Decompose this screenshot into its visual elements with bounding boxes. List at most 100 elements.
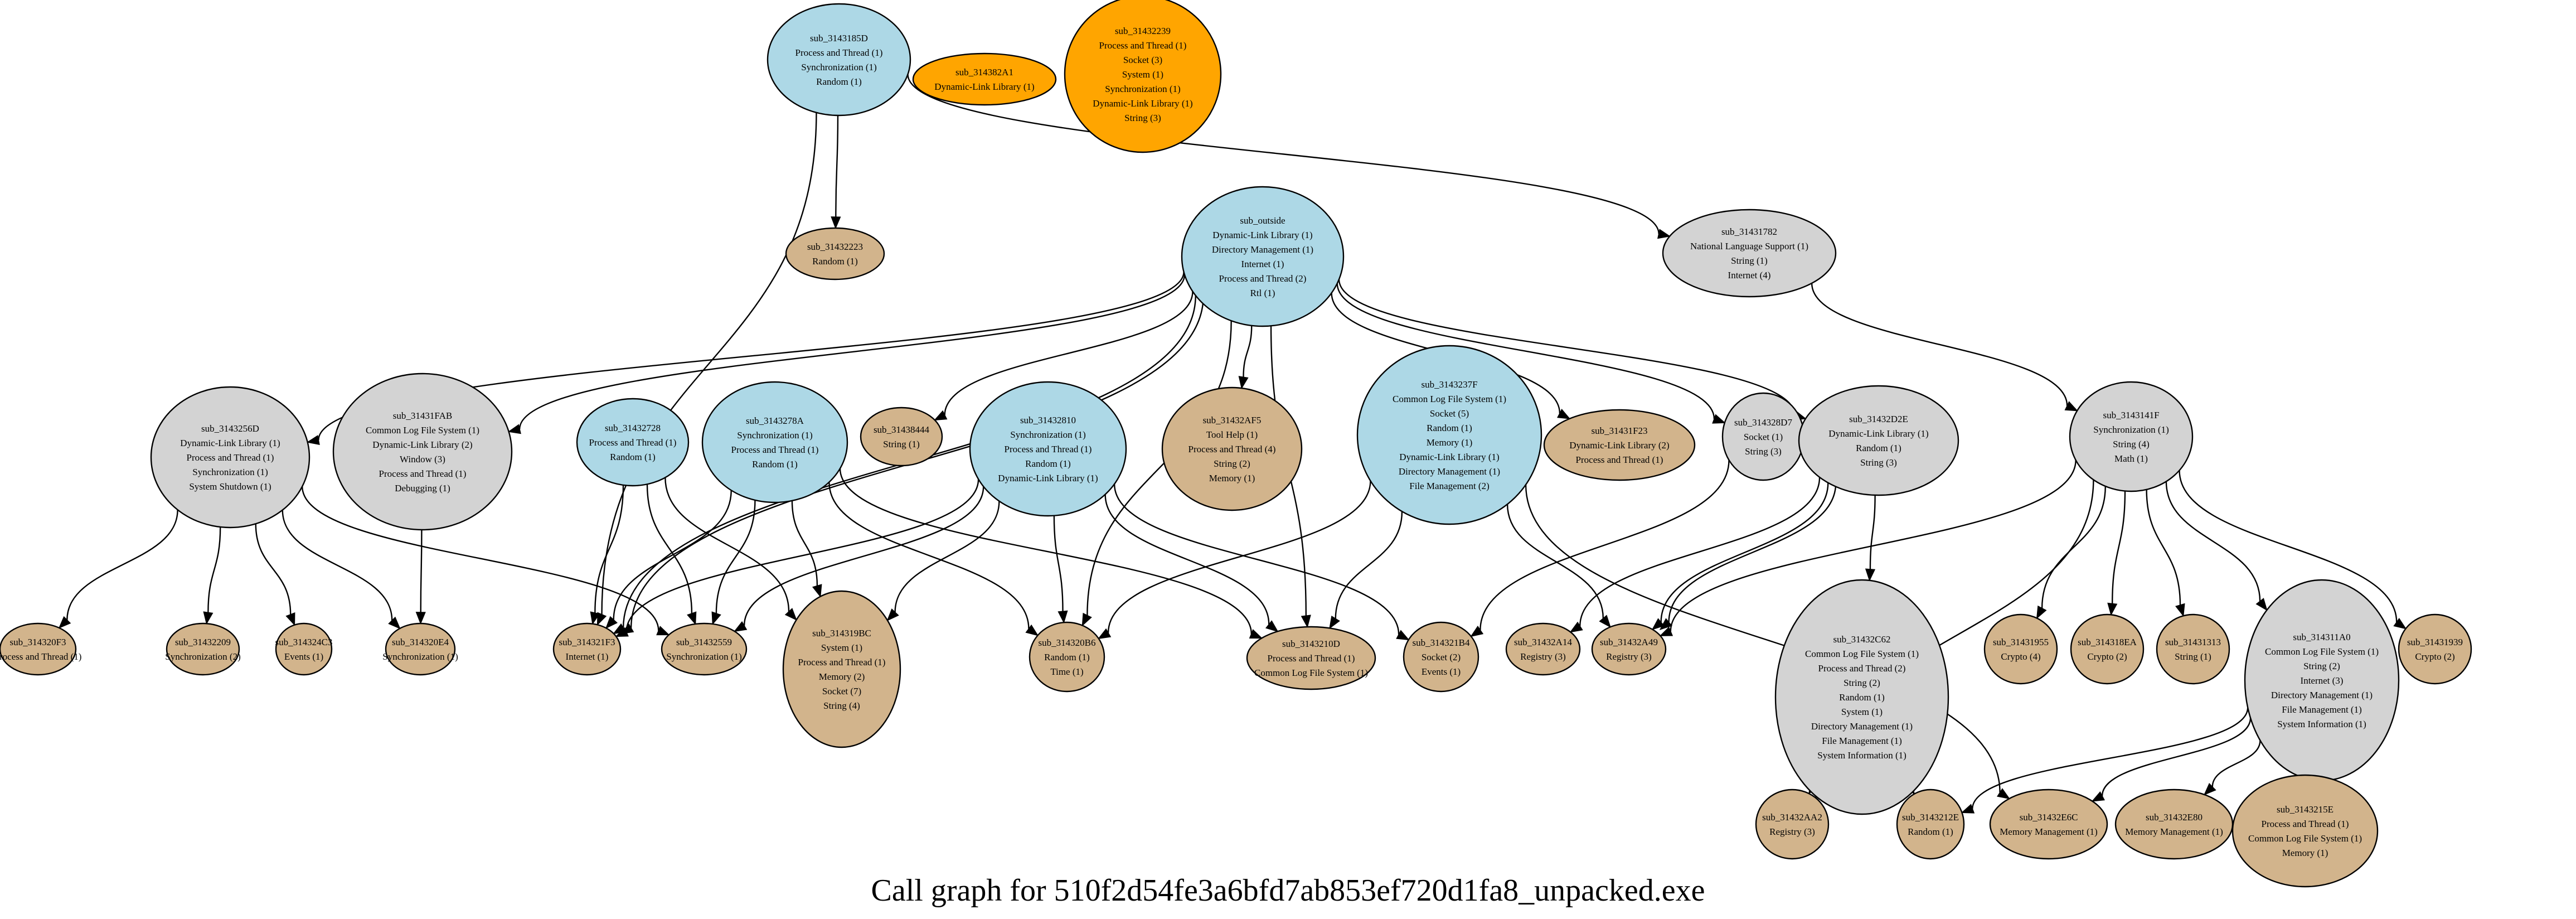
- node-api-category: Process and Thread (1): [0, 651, 81, 662]
- node-shape: [1983, 613, 2058, 685]
- node-api-category: Memory (1): [1427, 437, 1473, 448]
- arrowhead-sub_31431F23: [1557, 409, 1571, 419]
- node-api-category: Process and Thread (1): [795, 47, 883, 58]
- node-shape: [969, 381, 1127, 517]
- node-shape: [150, 386, 311, 529]
- node-api-category: System Information (1): [1817, 750, 1906, 761]
- node-shape: [275, 622, 333, 676]
- arrowhead-sub_314319BC: [812, 584, 822, 598]
- node-shape: [2156, 613, 2230, 685]
- edge-sub_3143278A-to-sub_31432559: [715, 500, 756, 614]
- node-shape: [1543, 409, 1696, 481]
- node-api-category: Process and Thread (1): [187, 452, 274, 463]
- edge-sub_3143278A-to-sub_314321F3: [613, 490, 732, 620]
- node-shape: [1403, 621, 1479, 693]
- arrowhead-sub_314320B6: [1081, 612, 1092, 627]
- node-api-category: Random (1): [752, 459, 798, 470]
- arrowhead-sub_3143210D: [1329, 615, 1340, 630]
- node-api-category: Process and Thread (1): [2262, 819, 2349, 829]
- node-api-category: Dynamic-Link Library (2): [372, 439, 472, 450]
- edge-sub_3143141F-to-sub_31431955: [2041, 486, 2106, 608]
- node-name: sub_31432AF5: [1203, 415, 1262, 425]
- node-api-category: Events (1): [1422, 666, 1461, 677]
- node-shape: [1064, 0, 1222, 153]
- node-shape: [1029, 621, 1105, 693]
- node-api-category: Common Log File System (1): [1393, 394, 1506, 404]
- node-name: sub_314324C3: [275, 637, 333, 647]
- node-name: sub_314328D7: [1734, 417, 1792, 428]
- node-name: sub_3143237F: [1421, 379, 1477, 390]
- node-api-category: String (2): [2303, 661, 2340, 671]
- edge-sub_31432810-to-sub_31432559: [743, 486, 984, 626]
- edge-sub_31432D2E-to-sub_31432C62: [1869, 495, 1876, 569]
- edge-sub_outside-to-sub_31432AF5: [1243, 325, 1253, 378]
- arrowhead-sub_31432223: [831, 216, 841, 230]
- node-name: sub_314320B6: [1039, 637, 1096, 648]
- arrowhead-sub_31432A49: [1599, 615, 1611, 628]
- node-shape: [701, 381, 848, 504]
- arrowhead-sub_314328D7: [1712, 414, 1726, 424]
- node-shape: [1356, 345, 1542, 525]
- node-api-category: Random (1): [816, 76, 862, 87]
- node-api-category: Process and Thread (4): [1188, 444, 1276, 454]
- node-api-category: National Language Support (1): [1690, 241, 1808, 251]
- node-api-category: Dynamic-Link Library (1): [180, 438, 280, 448]
- edge-sub_31432728-to-sub_314319BC: [664, 477, 790, 612]
- node-api-category: Dynamic-Link Library (1): [1093, 98, 1192, 109]
- node-api-category: Directory Management (1): [1212, 244, 1313, 255]
- arrowhead-sub_314321F3: [590, 611, 600, 625]
- edge-sub_31432810-to-sub_314320B6: [1053, 515, 1064, 612]
- edge-sub_31431FAB-to-sub_314320E4: [420, 529, 423, 613]
- arrowhead-sub_31432559: [711, 611, 721, 625]
- arrowhead-sub_3143256D: [306, 435, 320, 446]
- node-name: sub_31431FAB: [393, 410, 452, 421]
- node-name: sub_31432AA2: [1762, 812, 1822, 823]
- node-api-category: Memory (2): [819, 671, 865, 682]
- edge-sub_31432728-to-sub_314321F3: [594, 485, 624, 613]
- edge-sub_3143141F-to-sub_31431313: [2146, 489, 2181, 606]
- edge-sub_3143141F-to-sub_31431939: [2179, 470, 2398, 622]
